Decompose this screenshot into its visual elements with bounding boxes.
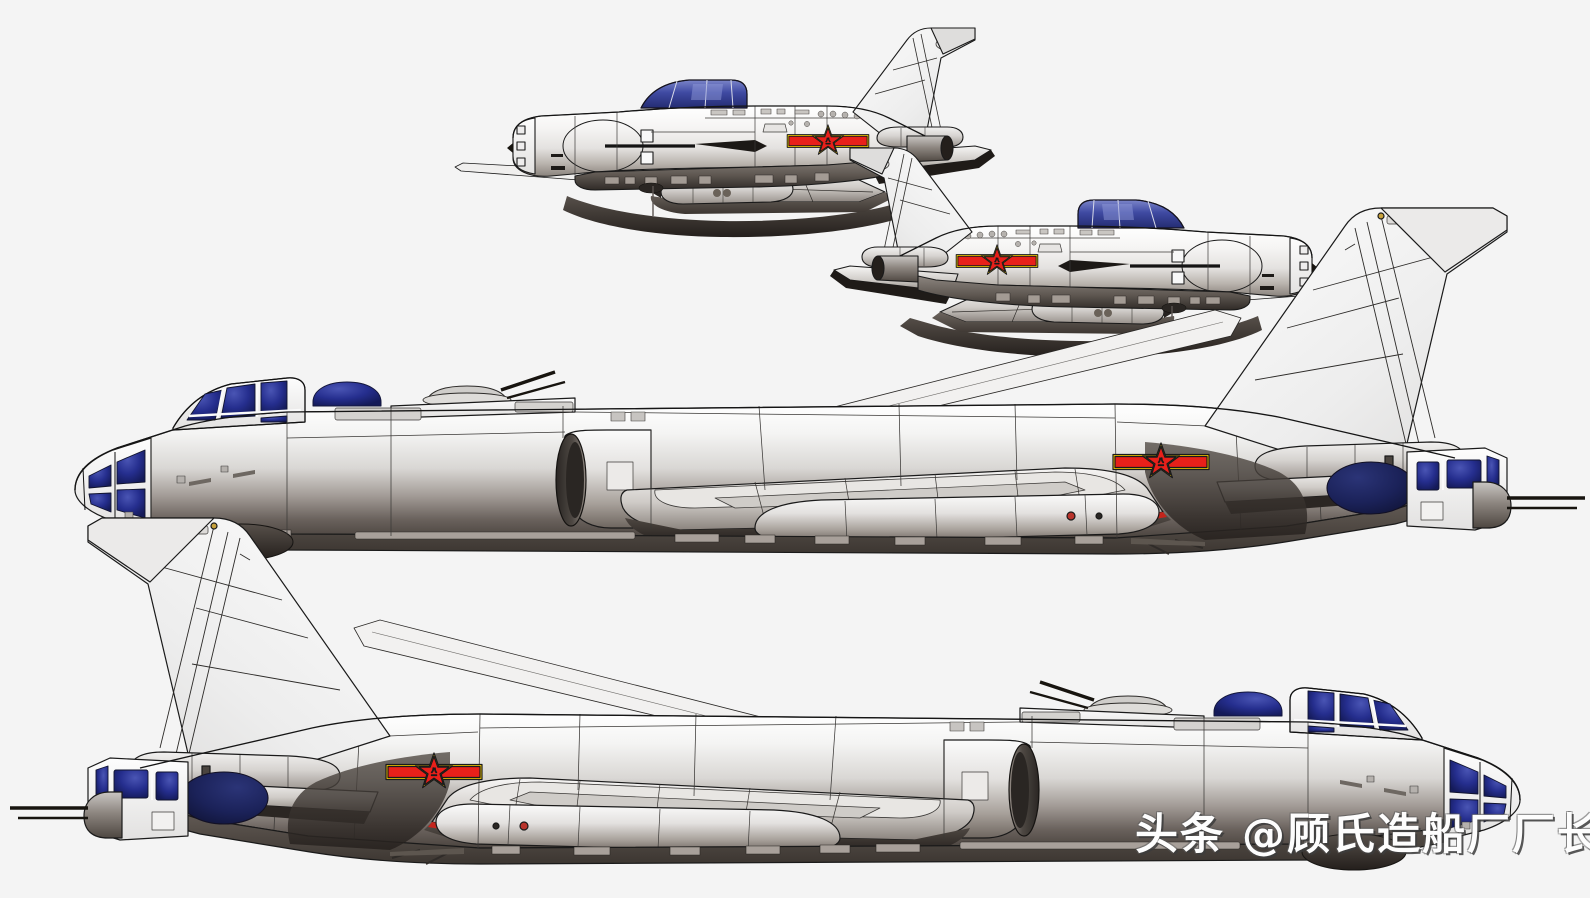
aircraft-bomber-lower	[10, 518, 1520, 870]
aircraft-bomber-upper	[75, 208, 1585, 560]
